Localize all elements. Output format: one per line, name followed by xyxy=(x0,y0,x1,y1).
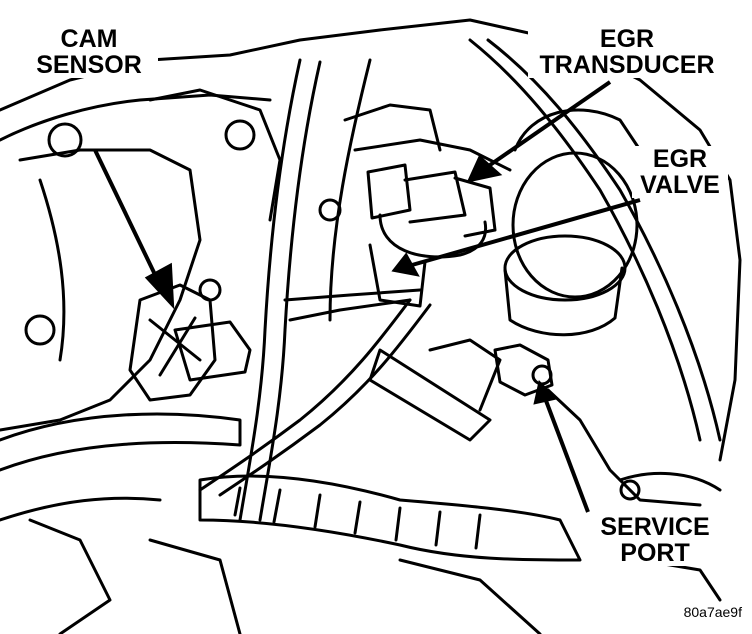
egr-transducer-callout-line2: TRANSDUCER xyxy=(539,51,715,79)
egr-valve-callout: EGR VALVE xyxy=(632,146,728,198)
cam-sensor-callout: CAM SENSOR xyxy=(20,26,158,78)
service-port-callout-line2: PORT xyxy=(620,539,690,567)
cam-sensor-callout-line2: SENSOR xyxy=(36,51,142,79)
figure-id: 80a7ae9f xyxy=(683,604,742,620)
egr-transducer-callout-line1: EGR xyxy=(599,25,655,53)
cam-sensor-callout-line1: CAM xyxy=(60,25,118,53)
service-port-callout: SERVICE PORT xyxy=(590,514,720,566)
egr-transducer-callout: EGR TRANSDUCER xyxy=(528,26,726,78)
egr-valve-callout-line1: EGR xyxy=(652,145,708,173)
service-port-callout-line1: SERVICE xyxy=(600,513,710,541)
egr-valve-callout-line2: VALVE xyxy=(640,171,720,199)
